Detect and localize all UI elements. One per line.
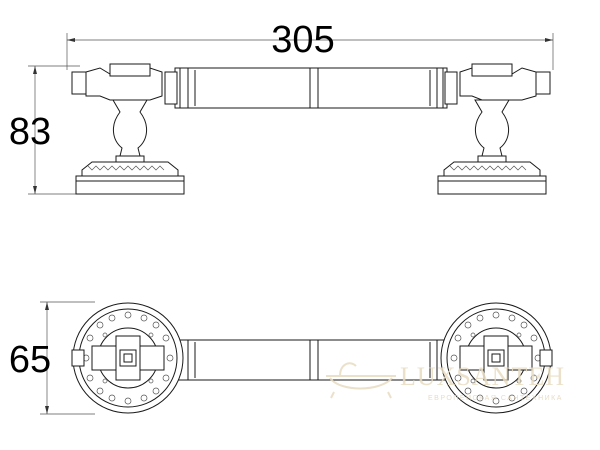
front-left-post (71, 63, 185, 195)
front-right-post (437, 63, 551, 195)
height-label: 83 (9, 111, 51, 153)
top-view (71, 302, 553, 414)
bathtub-logo (326, 362, 396, 399)
watermark-tagline: ЕВРОПЕЙСКАЯ САНТЕХНИКА (428, 393, 563, 402)
front-view (71, 63, 551, 195)
depth-label: 65 (9, 339, 51, 381)
top-bar (174, 339, 448, 381)
height-dimension: 83 (9, 65, 80, 195)
top-left-rosette (71, 302, 184, 414)
watermark: LUXSANTEH ЕВРОПЕЙСКАЯ САНТЕХНИКА (326, 362, 565, 402)
watermark-brand: LUXSANTEH (400, 362, 565, 391)
width-label: 305 (271, 19, 334, 61)
depth-dimension: 65 (9, 301, 95, 415)
width-dimension: 305 (66, 19, 554, 70)
front-bar (164, 67, 458, 109)
top-right-rosette (440, 302, 553, 414)
